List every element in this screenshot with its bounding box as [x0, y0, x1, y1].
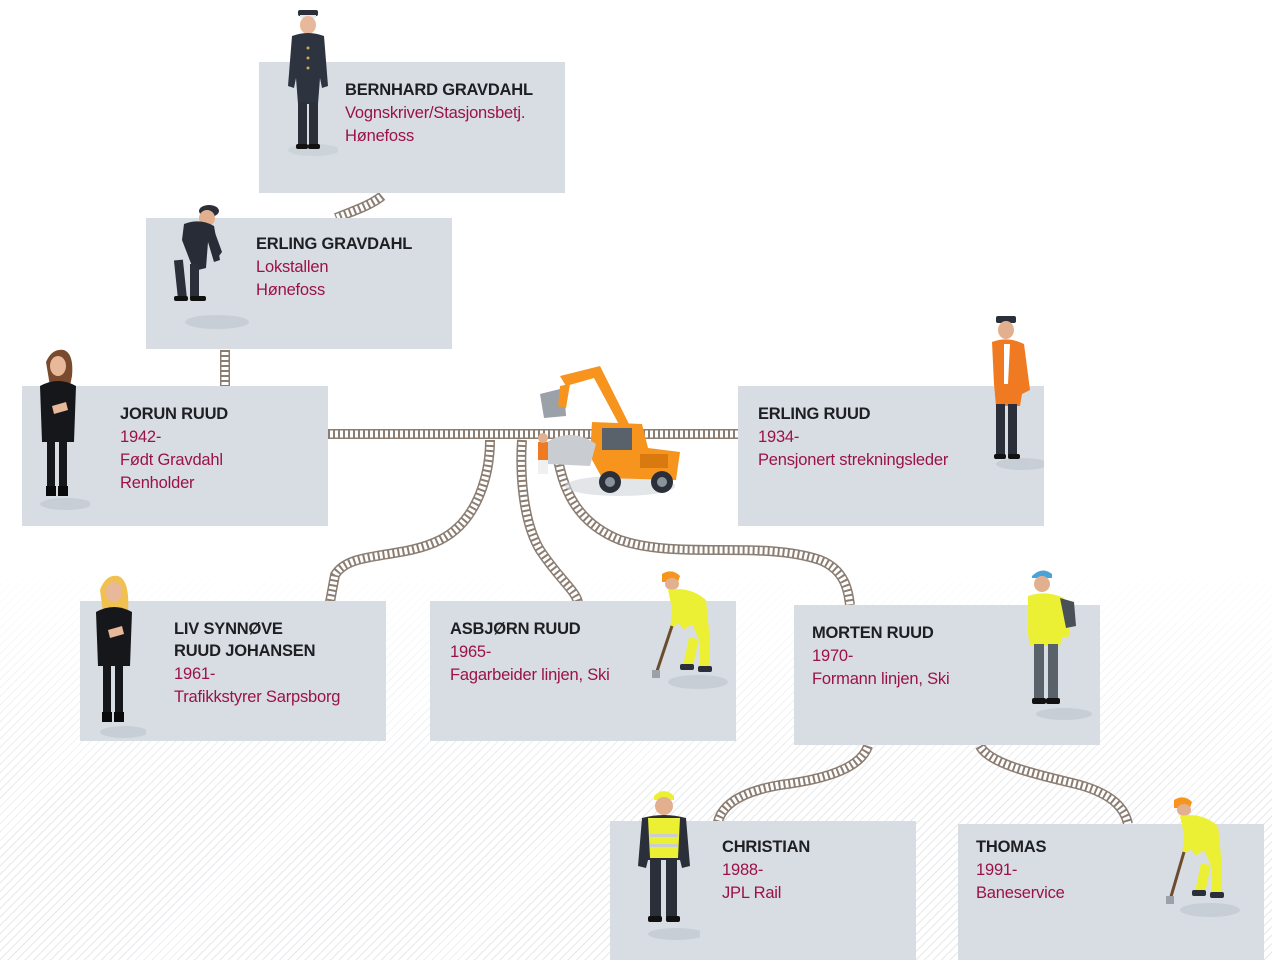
locomotive-worker-icon — [173, 205, 249, 329]
hi-vis-worker-icon — [638, 791, 700, 940]
track-worker-shovel-icon — [1166, 797, 1240, 917]
track-bernhard-erling-ties-inner — [334, 192, 385, 222]
person-role: Formann linjen, Ski — [812, 670, 950, 688]
track-morten-christian-gap — [714, 744, 872, 824]
track-morten-christian-ties-inner — [714, 744, 872, 824]
woman-icon — [96, 575, 146, 738]
person-born: 1965- — [450, 643, 492, 661]
person-born: 1970- — [812, 647, 854, 665]
person-role: Fagarbeider linjen, Ski — [450, 666, 610, 684]
track-worker-shovel-icon — [652, 571, 728, 689]
person-born: 1988- — [722, 861, 764, 879]
track-to-liv-gap — [326, 439, 494, 603]
person-name-line2: RUUD JOHANSEN — [174, 642, 316, 660]
line-manager-icon — [992, 316, 1044, 470]
person-name: BERNHARD GRAVDAHL — [345, 81, 533, 99]
person-role: JPL Rail — [722, 884, 782, 902]
person-name-line1: LIV SYNNØVE — [174, 620, 283, 638]
person-born: 1991- — [976, 861, 1018, 879]
person-name: ASBJØRN RUUD — [450, 620, 581, 638]
person-name: ERLING GRAVDAHL — [256, 235, 413, 253]
person-role: Renholder — [120, 474, 195, 492]
track-morten-thomas-ties-inner — [976, 743, 1132, 826]
person-name: ERLING RUUD — [758, 405, 871, 423]
person-role: Lokstallen — [256, 258, 329, 276]
track-morten-thomas-rails — [975, 743, 1133, 826]
track-to-liv-ties-inner — [326, 439, 494, 603]
person-born: 1961- — [174, 665, 216, 683]
person-place: Hønefoss — [256, 281, 326, 299]
person-role: Baneservice — [976, 884, 1065, 902]
track-to-asbjorn-gap — [517, 439, 582, 604]
person-role: Pensjonert strekningsleder — [758, 451, 949, 469]
person-role: Vognskriver/Stasjonsbetj. — [345, 104, 526, 122]
railway-officer-icon — [288, 10, 338, 156]
foreman-icon — [1028, 570, 1092, 720]
person-card-erling-ruud: ERLING RUUD 1934- Pensjonert strekningsl… — [738, 386, 1044, 526]
person-born: 1934- — [758, 428, 800, 446]
person-name: THOMAS — [976, 838, 1047, 856]
person-place: Hønefoss — [345, 127, 415, 145]
person-maiden-name: Født Gravdahl — [120, 451, 223, 469]
woman-icon — [40, 349, 90, 510]
excavator-icon — [538, 366, 680, 496]
person-role: Trafikkstyrer Sarpsborg — [174, 688, 341, 706]
person-name: CHRISTIAN — [722, 838, 811, 856]
track-to-morten-gap — [551, 439, 854, 606]
person-name: MORTEN RUUD — [812, 624, 934, 642]
person-name: JORUN RUUD — [120, 405, 229, 423]
person-born: 1942- — [120, 428, 162, 446]
